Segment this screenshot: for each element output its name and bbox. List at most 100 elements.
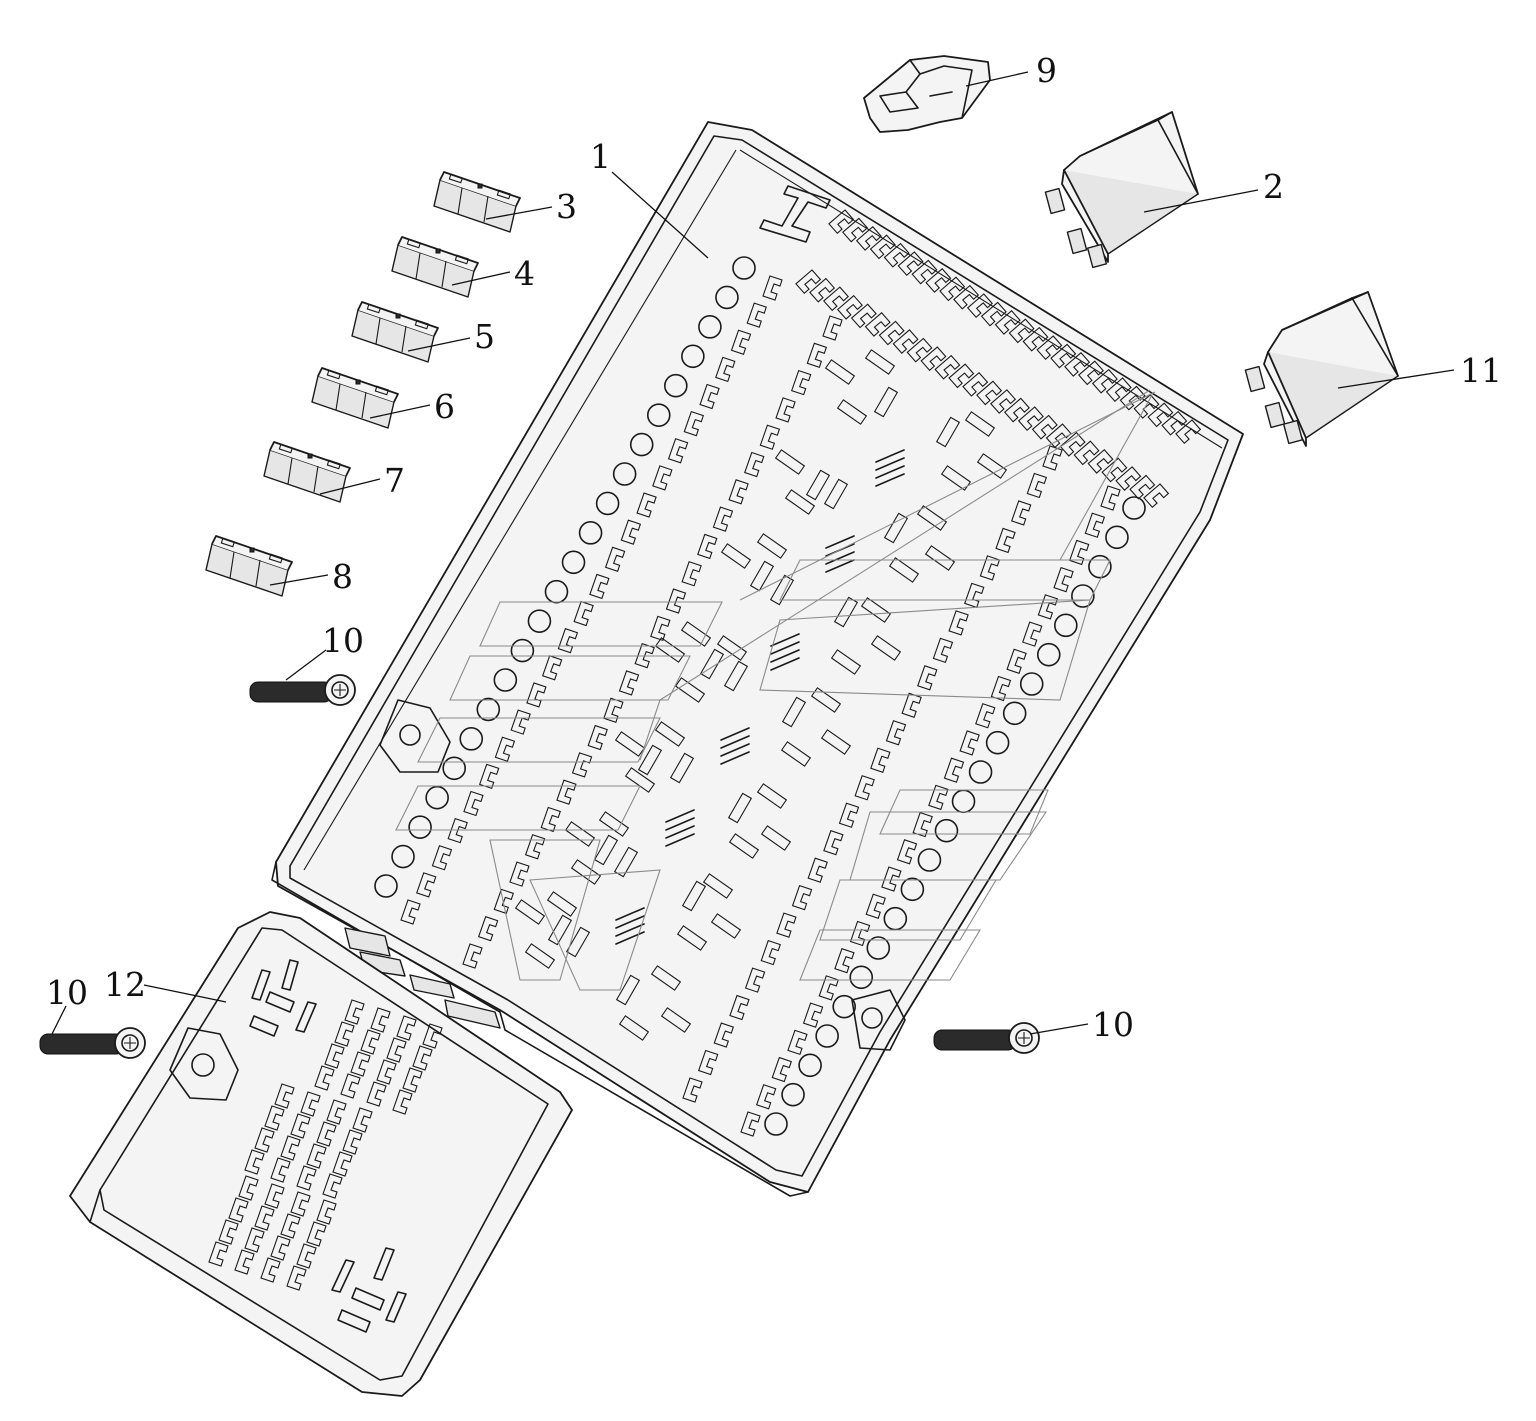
- terminal-slot: [925, 268, 952, 293]
- terminal-slot: [557, 628, 579, 654]
- fuse-socket: [749, 560, 775, 592]
- fuse-socket: [593, 834, 619, 866]
- terminal-slot: [650, 615, 671, 642]
- terminal-slot: [836, 294, 863, 320]
- terminal-slot: [802, 1002, 824, 1028]
- callout-11: 11: [1460, 351, 1502, 390]
- terminal-circle: [732, 256, 756, 280]
- fuse-socket: [964, 411, 996, 437]
- callout-10a: 10: [322, 621, 364, 660]
- cover-slot: [264, 1183, 285, 1209]
- cover-slot: [326, 1099, 347, 1125]
- terminal-circle: [698, 315, 722, 339]
- terminal-circle: [1019, 672, 1044, 696]
- terminal-slot: [948, 363, 975, 389]
- terminal-slot: [740, 1111, 761, 1137]
- fuse-socket: [614, 731, 646, 757]
- fuse-terminal: [454, 254, 470, 265]
- cover-slot: [360, 1029, 381, 1055]
- fuse-socket: [756, 783, 788, 809]
- fuse-rating-mark: [249, 547, 255, 553]
- fuse-socket: [676, 925, 708, 951]
- fuse-socket: [873, 386, 899, 418]
- terminal-slot: [682, 1077, 703, 1103]
- terminal-slot: [1087, 448, 1114, 474]
- terminal-slot: [975, 703, 996, 729]
- cover-slot: [402, 1067, 423, 1093]
- terminal-slot: [1022, 621, 1043, 647]
- fuse-socket: [836, 399, 868, 425]
- contact-dash: [665, 817, 695, 831]
- fuse-socket: [870, 635, 902, 661]
- contact-dash: [615, 915, 645, 929]
- terminal-slot: [509, 861, 530, 887]
- cover-slot: [254, 1127, 275, 1153]
- cover-slot: [254, 1205, 275, 1231]
- terminal-slot: [510, 709, 531, 735]
- terminal-circle: [1105, 525, 1129, 550]
- terminal-slot: [728, 479, 749, 505]
- terminal-slot: [730, 329, 752, 355]
- terminal-slot: [589, 573, 610, 600]
- terminal-slot: [920, 346, 947, 372]
- terminal-slot: [1101, 457, 1128, 483]
- cover-slot: [228, 1197, 249, 1223]
- contact-dash: [875, 457, 905, 471]
- terminal-circle: [408, 815, 432, 839]
- terminal-slot: [1037, 594, 1059, 620]
- cover-slot: [260, 1257, 281, 1283]
- mini-fuse-7: [263, 441, 351, 503]
- fuse-rating-mark: [355, 379, 361, 385]
- fuse-body: [351, 309, 435, 363]
- terminal-slot: [1115, 466, 1142, 491]
- terminal-circle: [764, 1112, 788, 1136]
- terminal-slot: [790, 369, 812, 396]
- terminal-slot: [1006, 648, 1027, 674]
- terminal-circle: [544, 579, 569, 604]
- cover-slot-grid: [208, 999, 443, 1291]
- terminal-slot: [636, 492, 657, 518]
- terminal-slot: [1022, 326, 1049, 352]
- cover-slot: [370, 1007, 391, 1033]
- callout-3: 3: [556, 187, 577, 226]
- contact-dash: [825, 551, 855, 565]
- contact-dash: [825, 559, 855, 573]
- fuse-sockets: [514, 349, 1008, 1041]
- terminal-slot: [697, 1049, 719, 1076]
- callout-1: 1: [590, 137, 611, 176]
- cover-slot: [296, 1165, 317, 1191]
- fuse-box-base: [271, 121, 1244, 1197]
- fuse-socket: [546, 891, 578, 917]
- fuse-socket: [565, 926, 591, 958]
- terminal-slot: [838, 802, 860, 828]
- terminal-slot: [697, 533, 718, 560]
- terminal-circle: [1002, 701, 1027, 726]
- terminal-slot: [729, 994, 750, 1021]
- terminal-circle: [578, 521, 603, 545]
- cover-slot: [218, 1219, 239, 1245]
- terminal-circle: [1071, 584, 1095, 608]
- terminal-circle: [832, 994, 856, 1019]
- fuse-socket: [805, 469, 831, 501]
- fuse-divider: [457, 187, 489, 223]
- contact-dash: [720, 727, 750, 741]
- fuse-socket: [824, 359, 856, 385]
- terminal-circle: [646, 403, 671, 427]
- fuse-socket: [699, 648, 725, 680]
- terminal-slot: [431, 845, 453, 871]
- contact-dash: [875, 465, 905, 479]
- cover-slot: [350, 1051, 371, 1077]
- cover-slot: [316, 1199, 337, 1225]
- fuse-socket: [883, 512, 909, 544]
- contact-dash: [665, 809, 695, 823]
- relay-phantom-outlines: [395, 389, 1156, 991]
- terminal-slot: [980, 301, 1007, 327]
- contact-dash: [720, 743, 750, 757]
- fuse-socket: [613, 846, 639, 878]
- terminal-slot: [540, 806, 561, 833]
- relay-11: [1244, 291, 1399, 447]
- terminal-slot: [865, 893, 886, 919]
- cover-slot: [244, 1149, 265, 1175]
- contact-dash: [720, 751, 750, 765]
